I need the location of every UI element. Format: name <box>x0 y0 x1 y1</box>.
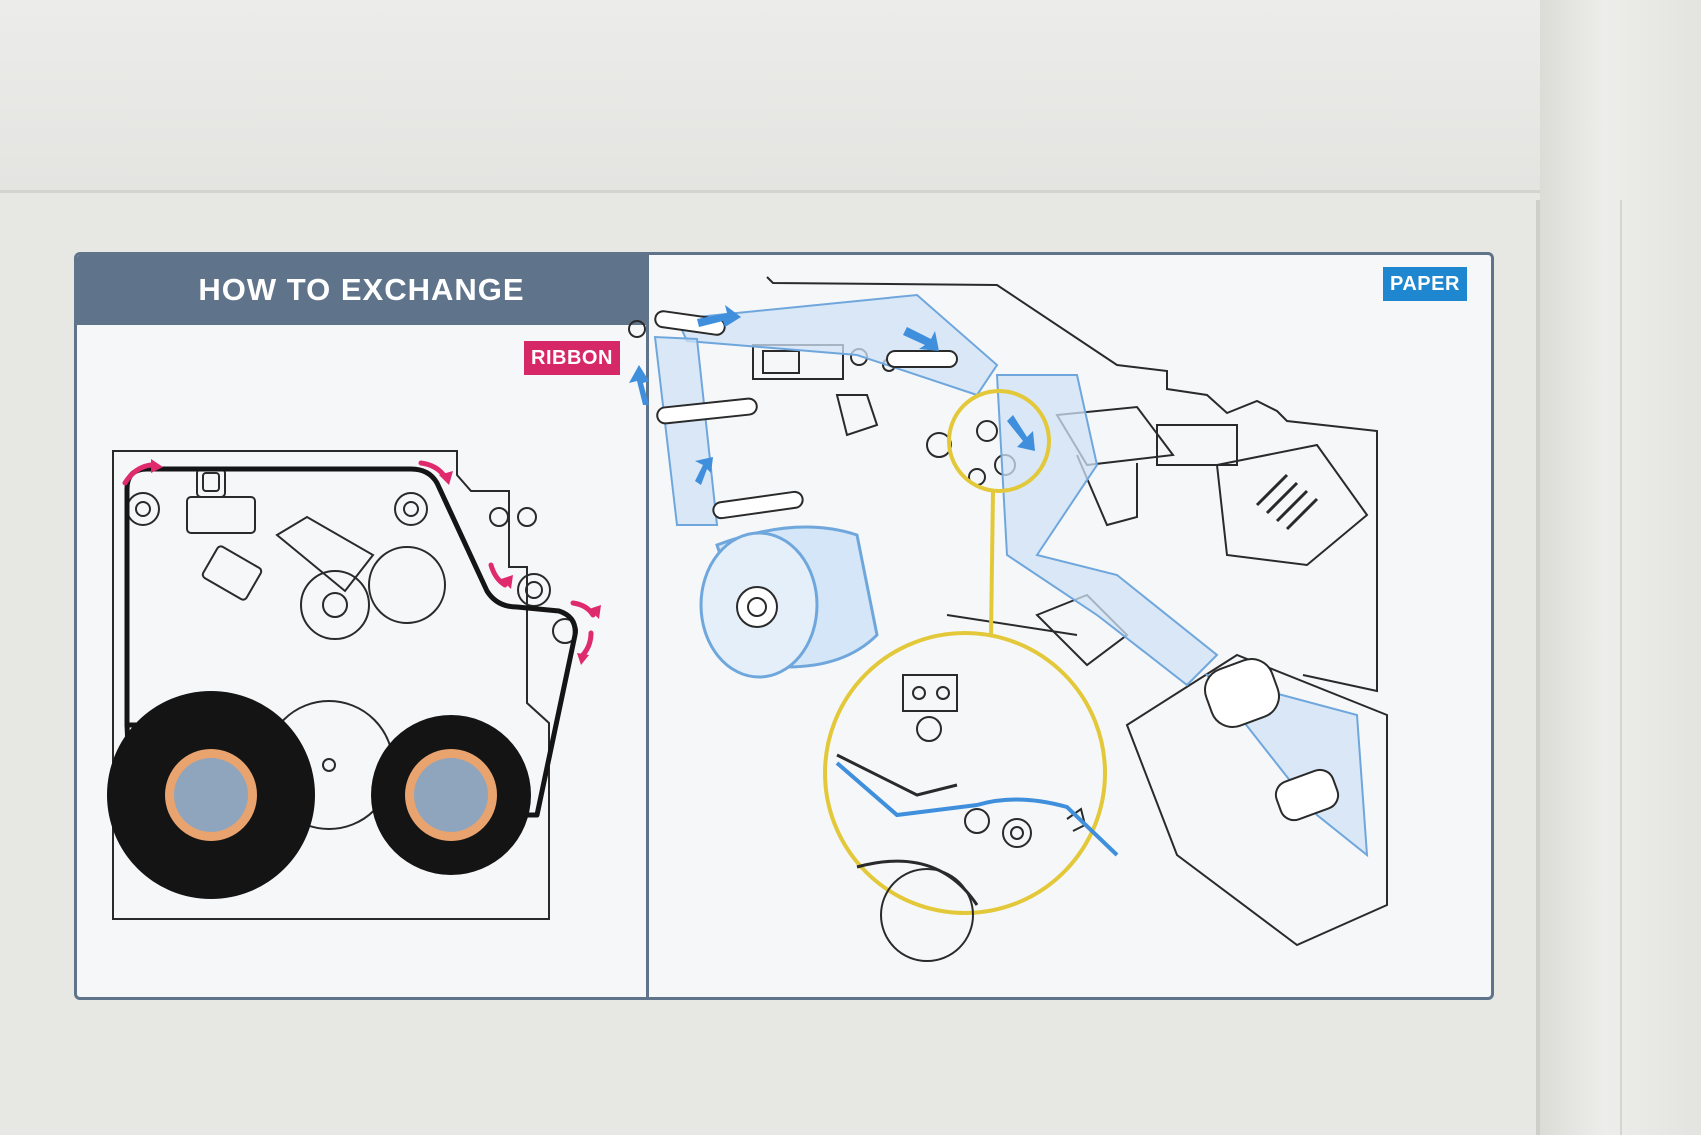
ribbon-path-diagram <box>107 450 601 920</box>
instruction-label: HOW TO EXCHANGE RIBBON PAPER <box>74 252 1494 1000</box>
frame-edge <box>1620 200 1622 1135</box>
ribbon-tag: RIBBON <box>524 341 620 375</box>
label-title: HOW TO EXCHANGE <box>77 255 646 325</box>
door-seam <box>1536 200 1540 1135</box>
paper-path-diagram <box>628 276 1388 962</box>
panel-divider <box>646 255 649 997</box>
paper-tag: PAPER <box>1383 267 1467 301</box>
printer-top-panel <box>0 0 1600 193</box>
